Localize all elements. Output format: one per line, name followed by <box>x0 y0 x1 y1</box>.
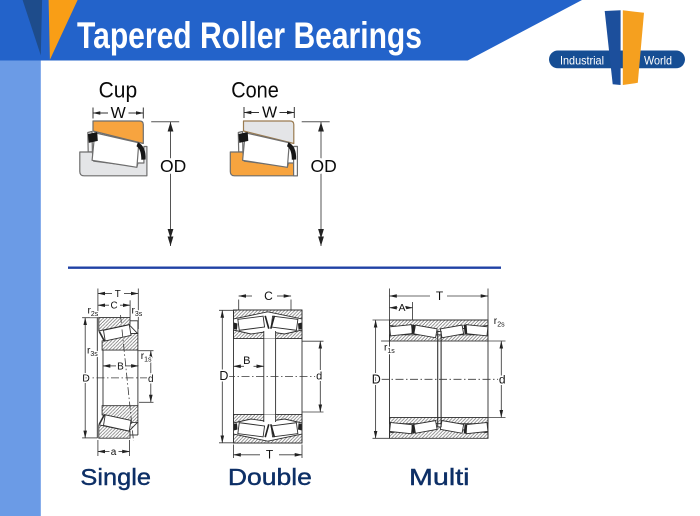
svg-text:Industrial: Industrial <box>560 53 604 67</box>
svg-text:D: D <box>82 373 90 385</box>
svg-text:D: D <box>372 373 381 387</box>
svg-text:r3s: r3s <box>87 346 98 359</box>
svg-text:Double: Double <box>228 464 312 490</box>
svg-text:Single: Single <box>80 464 151 490</box>
svg-text:Cone: Cone <box>231 78 279 103</box>
svg-text:World: World <box>644 53 672 67</box>
svg-text:d: d <box>316 371 322 383</box>
svg-text:A: A <box>398 302 405 314</box>
svg-text:Multi: Multi <box>409 464 470 490</box>
svg-text:r1s: r1s <box>141 351 152 364</box>
svg-text:d: d <box>148 374 154 385</box>
svg-text:r2s: r2s <box>88 306 99 319</box>
svg-text:T: T <box>436 289 444 303</box>
svg-text:d: d <box>499 372 506 386</box>
svg-text:a: a <box>111 447 117 458</box>
svg-text:r3s: r3s <box>132 306 143 319</box>
svg-text:T: T <box>266 448 274 462</box>
svg-text:B: B <box>243 355 250 367</box>
svg-text:W: W <box>262 104 278 121</box>
svg-text:Cup: Cup <box>99 78 138 103</box>
svg-text:T: T <box>115 289 121 300</box>
svg-text:Tapered Roller Bearings: Tapered Roller Bearings <box>77 15 422 56</box>
svg-text:r2s: r2s <box>494 316 505 329</box>
svg-text:OD: OD <box>311 156 337 176</box>
svg-text:B: B <box>117 361 124 372</box>
svg-text:D: D <box>219 369 228 383</box>
svg-text:C: C <box>110 301 117 312</box>
svg-text:C: C <box>264 289 273 303</box>
svg-text:OD: OD <box>160 156 186 176</box>
svg-text:W: W <box>111 105 127 122</box>
